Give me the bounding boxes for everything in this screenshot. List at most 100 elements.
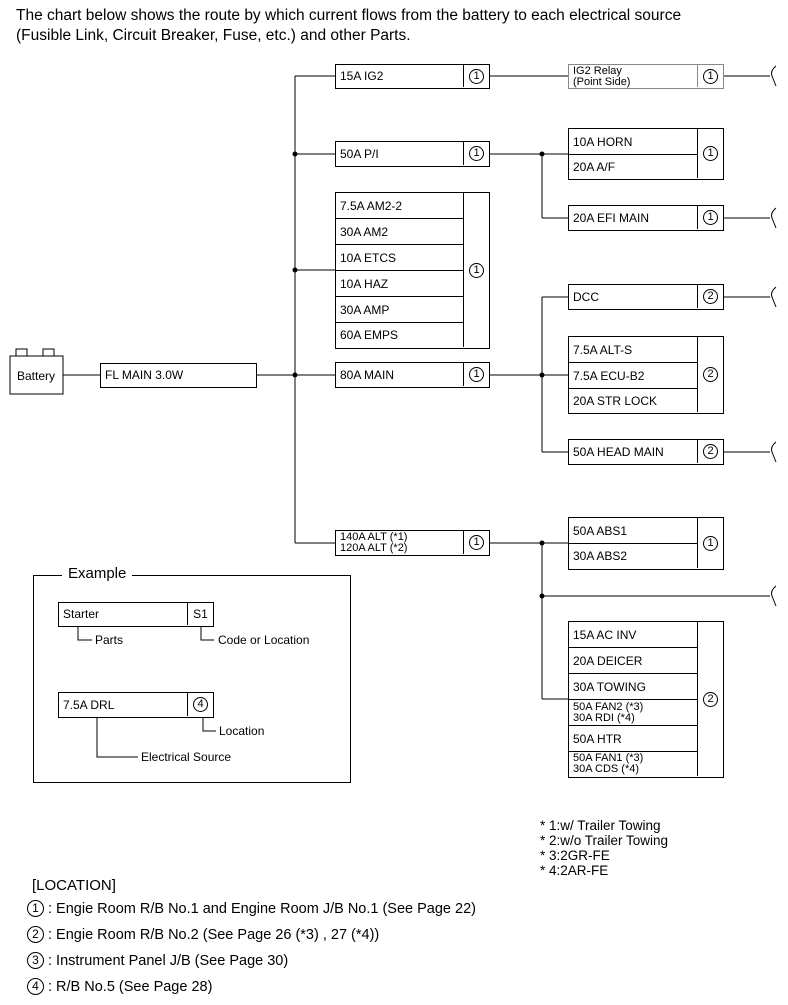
group-row: 50A FAN1 (*3) 30A CDS (*4) [569,752,698,776]
example-frame [33,575,351,783]
location-1-icon: 1 [703,535,718,551]
location-1-icon: 1 [469,146,484,161]
fuse-label: 15A IG2 [340,69,384,83]
location-2-icon: 2 [703,367,718,382]
intro-line-2: (Fusible Link, Circuit Breaker, Fuse, et… [16,27,411,44]
fuse-label: 80A MAIN [340,368,395,382]
location-2-icon: 2 [703,289,718,304]
fl-main-label: FL MAIN 3.0W [105,368,184,382]
row-line-2: 30A CDS (*4) [573,763,640,775]
location-code: 1 [463,65,489,87]
location-3-icon: 3 [27,952,44,969]
location-title: [LOCATION] [32,877,116,894]
fuse-50a-pi: 50A P/I 1 [335,141,490,167]
fuse-label-line-1: 140A ALT (*1) [340,531,408,543]
fl-main-box: FL MAIN 3.0W [100,363,257,388]
group-row: 15A AC INV [569,622,698,648]
relay-label-line-1: IG2 Relay [573,65,622,77]
location-item-text: : Engie Room R/B No.2 (See Page 26 (*3) … [48,926,380,943]
fuse-label: DCC [573,290,599,304]
location-code: 4 [187,693,213,716]
group-row: 50A FAN2 (*3) 30A RDI (*4) [569,700,698,726]
location-1-icon: 1 [27,900,44,917]
group-row: 30A TOWING [569,674,698,700]
fuse-label: 50A HEAD MAIN [573,445,664,459]
location-code: 2 [697,622,723,776]
location-4-icon: 4 [27,978,44,995]
location-code: 1 [463,363,489,386]
fuse-group-am2: 7.5A AM2-2 30A AM2 10A ETCS 10A HAZ 30A … [335,192,490,349]
group-row: 20A DEICER [569,648,698,674]
example-starter-box: Starter S1 [58,602,214,627]
location-4-icon: 4 [193,697,208,712]
fuse-label: 50A P/I [340,147,379,161]
row-line-2: 30A RDI (*4) [573,711,635,724]
group-row: 50A ABS1 [569,518,698,544]
location-1-icon: 1 [703,210,718,225]
group-row: 10A HAZ [336,271,464,297]
group-row: 30A AM2 [336,219,464,245]
example-code-location-label: Code or Location [218,633,310,647]
fuse-label: 20A EFI MAIN [573,211,650,225]
location-code: 1 [463,142,489,165]
fuse-alt: 140A ALT (*1) 120A ALT (*2) 1 [335,530,490,556]
location-code: 1 [697,65,723,87]
fuse-group-horn: 10A HORN 20A A/F 1 [568,128,724,180]
location-1-icon: 1 [469,535,484,550]
location-code: 1 [697,129,723,178]
location-2-icon: 2 [703,691,718,707]
intro-text: The chart below shows the route by which… [16,6,681,46]
fuse-group-alt-s: 7.5A ALT-S 7.5A ECU-B2 20A STR LOCK 2 [568,336,724,414]
location-item-2: 2 : Engie Room R/B No.2 (See Page 26 (*3… [27,926,379,943]
example-starter-label: Starter [63,607,100,621]
note-2: * 2:w/o Trailer Towing [540,833,669,848]
location-1-icon: 1 [469,68,484,84]
location-code: 1 [697,206,723,229]
location-1-icon: 1 [703,68,718,84]
intro-line-1: The chart below shows the route by which… [16,7,682,24]
location-code: 1 [463,193,489,347]
group-row: 7.5A AM2-2 [336,193,464,219]
row-line-1: 50A FAN2 (*3) [573,700,644,713]
location-item-text: : R/B No.5 (See Page 28) [48,978,213,995]
group-row: 30A ABS2 [573,549,628,563]
fuse-group-ac-inv: 15A AC INV 20A DEICER 30A TOWING 50A FAN… [568,621,724,778]
location-item-4: 4 : R/B No.5 (See Page 28) [27,978,212,995]
group-row: 7.5A ECU-B2 [569,363,698,389]
note-1: * 1:w/ Trailer Towing [540,818,661,833]
group-row: 7.5A ALT-S [569,337,698,363]
location-code: 2 [697,285,723,308]
fuse-label-line-2: 120A ALT (*2) [340,542,408,554]
example-drl-label: 7.5A DRL [63,698,115,712]
group-row: 20A A/F [573,159,616,174]
location-1-icon: 1 [469,367,484,382]
group-row: 30A AMP [336,297,464,323]
row-line-1: 50A FAN1 (*3) [573,752,644,764]
example-code: S1 [187,603,213,625]
relay-label-line-2: (Point Side) [573,76,631,88]
example-title: Example [62,565,133,582]
note-3: * 3:2GR-FE [540,848,610,863]
example-electrical-source-label: Electrical Source [141,750,232,764]
fuse-dcc: DCC 2 [568,284,724,310]
group-row: 20A STR LOCK [573,393,658,408]
battery-label: Battery [17,369,56,383]
location-item-text: : Instrument Panel J/B (See Page 30) [48,952,289,969]
location-item-3: 3 : Instrument Panel J/B (See Page 30) [27,952,288,969]
fuse-15a-ig2: 15A IG2 1 [335,64,490,89]
group-row: 10A ETCS [336,245,464,271]
location-code: 1 [697,518,723,568]
location-2-icon: 2 [703,444,718,459]
fuse-80a-main: 80A MAIN 1 [335,362,490,388]
fuse-group-abs: 50A ABS1 30A ABS2 1 [568,517,724,570]
location-code: 2 [697,337,723,412]
location-item-1: 1 : Engie Room R/B No.1 and Engine Room … [27,900,476,917]
location-1-icon: 1 [703,146,718,161]
group-row: 60A EMPS [340,328,399,342]
location-item-text: : Engie Room R/B No.1 and Engine Room J/… [48,900,476,917]
location-code: 2 [697,440,723,463]
group-row: 10A HORN [569,129,698,155]
location-1-icon: 1 [469,262,484,278]
